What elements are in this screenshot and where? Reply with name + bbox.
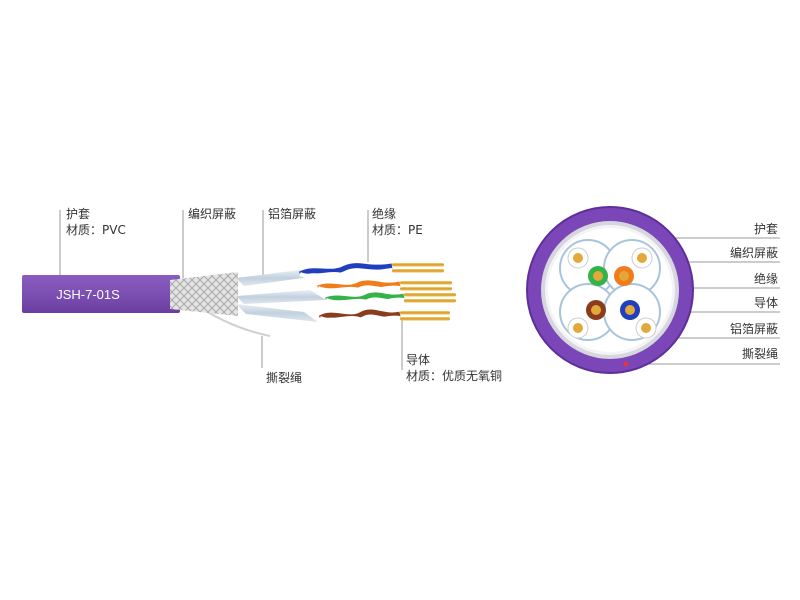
label-jacket: 护套 材质：PVC xyxy=(66,206,126,238)
conductor-material: 材质：优质无氧铜 xyxy=(406,369,503,383)
conductor-dot xyxy=(593,271,603,281)
conductor-dot xyxy=(591,305,601,315)
foil-shield-3 xyxy=(236,304,318,322)
conductor-dot xyxy=(625,305,635,315)
conductor-dot xyxy=(619,271,629,281)
cs-label-jacket: 护套 xyxy=(753,222,778,236)
conductor xyxy=(404,293,456,297)
conductor xyxy=(392,263,444,267)
conductor xyxy=(400,311,450,315)
foil-shield-2 xyxy=(236,290,326,304)
leader-lines xyxy=(59,210,403,370)
conductor-dot xyxy=(573,253,583,263)
jacket xyxy=(22,275,180,313)
label-foil: 铝箔屏蔽 xyxy=(268,207,317,221)
cs-label-braid: 编织屏蔽 xyxy=(729,246,778,260)
label-ripcord: 撕裂绳 xyxy=(266,371,303,385)
cs-label-conductor: 导体 xyxy=(753,296,778,310)
braid-shield xyxy=(170,272,238,316)
side-view: JSH-7-01S xyxy=(22,210,456,370)
pair-brown xyxy=(318,309,450,324)
pair-blue xyxy=(298,263,444,280)
conductor xyxy=(400,281,452,285)
label-braid: 编织屏蔽 xyxy=(188,207,237,221)
conductor-dot xyxy=(573,323,583,333)
cs-label-foil: 铝箔屏蔽 xyxy=(729,322,778,336)
conductor-name: 导体 xyxy=(406,353,431,367)
label-insulation: 绝缘 材质：PE xyxy=(372,206,423,238)
cable-code: JSH-7-01S xyxy=(56,287,120,302)
insulation-material: 材质：PE xyxy=(372,223,423,237)
conductor xyxy=(400,287,452,291)
conductor xyxy=(404,299,456,303)
conductor xyxy=(392,269,444,273)
conductor-dot xyxy=(637,253,647,263)
cs-label-ripcord: 撕裂绳 xyxy=(741,347,778,361)
insulation-name: 绝缘 xyxy=(372,207,397,221)
pair-green xyxy=(325,292,456,306)
label-conductor: 导体 材质：优质无氧铜 xyxy=(406,352,502,384)
jacket-name: 护套 xyxy=(66,207,91,221)
cross-section xyxy=(526,206,780,374)
conductor-dot xyxy=(641,323,651,333)
jacket-material: 材质：PVC xyxy=(66,223,126,237)
pair-orange xyxy=(317,280,452,294)
cs-label-insulation: 绝缘 xyxy=(753,272,778,286)
conductor xyxy=(400,317,450,321)
ripcord-dot xyxy=(623,361,629,367)
foil-shield-1 xyxy=(236,270,318,286)
